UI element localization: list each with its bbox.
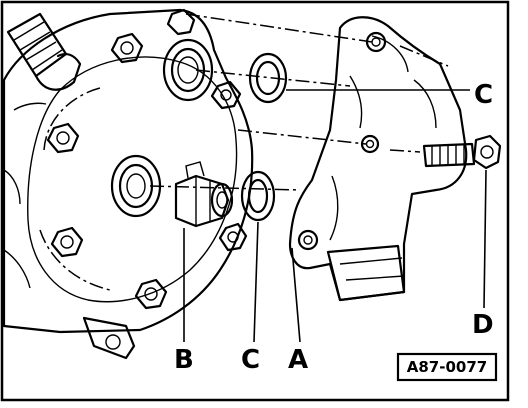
callout-d: D bbox=[472, 310, 494, 340]
bolt-icon bbox=[110, 32, 144, 64]
callout-c-upper: C bbox=[474, 80, 493, 110]
bolt-icon bbox=[166, 8, 196, 36]
bolt-icon bbox=[210, 80, 242, 110]
callout-c-lower: C bbox=[241, 345, 260, 375]
pipe-fitting bbox=[6, 12, 82, 91]
o-ring-lower bbox=[240, 170, 276, 222]
bolt-hole-icon bbox=[360, 134, 380, 154]
bolt-icon bbox=[46, 122, 80, 154]
callout-b: B bbox=[174, 345, 194, 375]
housing-bolts bbox=[46, 8, 248, 310]
bolt-hole-icon bbox=[297, 229, 319, 251]
bolt-icon bbox=[134, 278, 168, 310]
connector-a bbox=[288, 16, 468, 302]
assembly-axes bbox=[149, 13, 421, 191]
leader-lines bbox=[183, 89, 487, 343]
bolt-icon bbox=[50, 226, 84, 258]
reference-number-box: A87-0077 bbox=[396, 352, 498, 382]
bolt-d bbox=[422, 134, 502, 170]
reference-number: A87-0077 bbox=[407, 358, 487, 376]
bolt-icon bbox=[218, 222, 248, 252]
callout-a: A bbox=[288, 345, 308, 375]
